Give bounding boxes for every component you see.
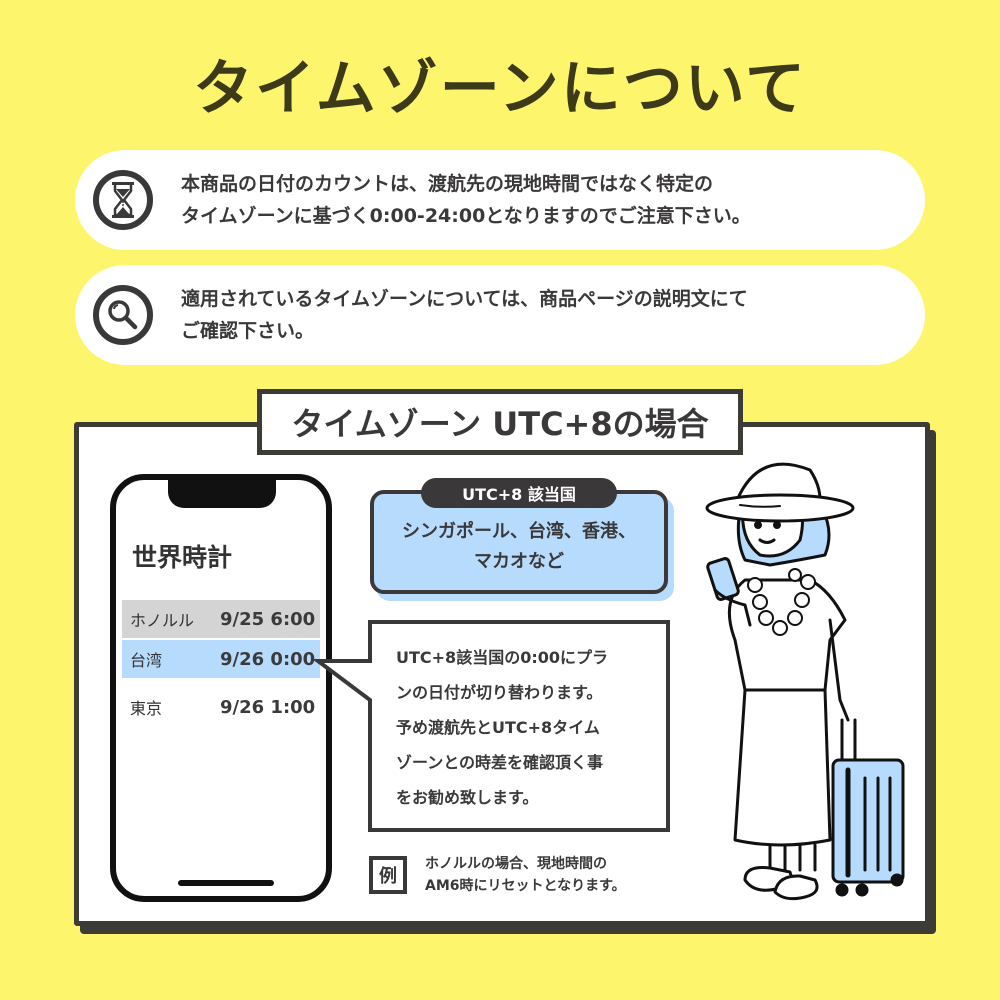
clock-row-taiwan: 台湾 9/26 0:00	[122, 640, 320, 678]
clock-time: 9/26 1:00	[220, 696, 316, 718]
example-line: AM6時にリセットとなります。	[425, 878, 626, 894]
callout-line: をお勧め致します。	[396, 788, 539, 807]
clock-row-honolulu: ホノルル 9/25 6:00	[122, 600, 320, 638]
clock-city: ホノルル	[130, 611, 195, 630]
callout-line: ゾーンとの時差を確認頂く事	[396, 753, 604, 772]
traveler-illustration	[705, 462, 905, 901]
note-line: タイムゾーンに基づく0:00-24:00となりますのでご注意下さい。	[181, 205, 751, 227]
example-badge: 例	[369, 856, 407, 894]
panel-title: タイムゾーン UTC+8の場合	[257, 389, 743, 455]
countries-line: シンガポール、台湾、香港、	[402, 521, 636, 542]
phone-notch	[168, 478, 276, 508]
phone-home-indicator	[178, 880, 274, 886]
phone-world-clock: 世界時計 ホノルル 9/25 6:00 台湾 9/26 0:00 東京 9/26…	[110, 474, 332, 902]
countries-label: UTC+8 該当国	[421, 478, 617, 508]
callout-line: 予め渡航先とUTC+8タイム	[396, 718, 600, 737]
page-title: タイムゾーンについて	[193, 54, 807, 124]
example-text: ホノルルの場合、現地時間の AM6時にリセットとなります。	[425, 853, 675, 897]
clock-row-tokyo: 東京 9/26 1:00	[122, 688, 320, 726]
clock-time: 9/25 6:00	[220, 608, 316, 630]
example-line: ホノルルの場合、現地時間の	[425, 856, 607, 872]
note-line: 本商品の日付のカウントは、渡航先の現地時間ではなく特定の	[181, 173, 714, 195]
world-clock-heading: 世界時計	[132, 543, 233, 572]
countries-line: マカオなど	[474, 551, 564, 572]
clock-city: 東京	[130, 699, 163, 718]
note-line: 適用されているタイムゾーンについては、商品ページの説明文にて	[181, 288, 748, 310]
note-line: ご確認下さい。	[181, 320, 315, 342]
note-date-count: 本商品の日付のカウントは、渡航先の現地時間ではなく特定の タイムゾーンに基づく0…	[75, 150, 925, 250]
clock-city: 台湾	[130, 651, 163, 670]
clock-time: 9/26 0:00	[220, 648, 316, 670]
utc8-countries-box: シンガポール、台湾、香港、 マカオなど	[370, 490, 668, 594]
callout-text: UTC+8該当国の0:00にプラ ンの日付が切り替わります。 予め渡航先とUTC…	[396, 640, 656, 815]
hourglass-icon	[93, 170, 153, 230]
callout-line: UTC+8該当国の0:00にプラ	[396, 648, 608, 667]
callout-line: ンの日付が切り替わります。	[396, 683, 603, 702]
magnifier-icon	[93, 285, 153, 345]
note-timezone-check: 適用されているタイムゾーンについては、商品ページの説明文にて ご確認下さい。	[75, 265, 925, 365]
